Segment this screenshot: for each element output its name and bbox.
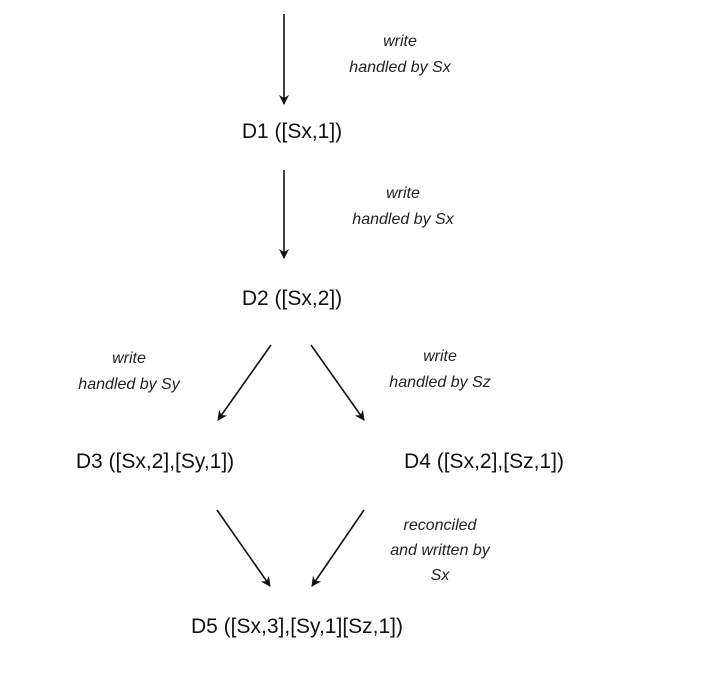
edge-label-line: Sx — [430, 567, 450, 584]
edge-label-into-d1: write handled by Sx — [349, 29, 450, 81]
edge-label-line: handled by Sx — [349, 59, 451, 76]
edge-label-line: write — [386, 185, 420, 202]
node-d3: D3 ([Sx,2],[Sy,1]) — [75, 450, 235, 473]
node-d1: D1 ([Sx,1]) — [241, 120, 343, 143]
node-d2: D2 ([Sx,2]) — [241, 287, 343, 310]
arrow-d3-d5 — [216, 509, 271, 587]
edge-label-line: write — [423, 348, 457, 365]
edge-label-d2-d4: write handled by Sz — [389, 344, 490, 396]
arrow-d2-d4 — [310, 344, 365, 421]
edge-label-line: and written by — [390, 542, 490, 559]
edge-label-line: handled by Sy — [78, 376, 180, 393]
edge-label-d4-d5: reconciled and written by Sx — [390, 513, 490, 588]
edge-label-d2-d3: write handled by Sy — [78, 346, 179, 398]
arrow-d2-d3 — [217, 344, 272, 421]
edge-label-d1-d2: write handled by Sx — [352, 181, 453, 233]
node-d5: D5 ([Sx,3],[Sy,1][Sz,1]) — [190, 615, 404, 638]
edge-label-line: write — [112, 350, 146, 367]
edge-label-line: handled by Sx — [352, 211, 454, 228]
arrow-d4-d5 — [311, 509, 365, 587]
node-d4: D4 ([Sx,2],[Sz,1]) — [404, 450, 564, 473]
edge-label-line: write — [383, 33, 417, 50]
edge-label-line: handled by Sz — [389, 374, 491, 391]
edge-label-line: reconciled — [403, 517, 477, 534]
